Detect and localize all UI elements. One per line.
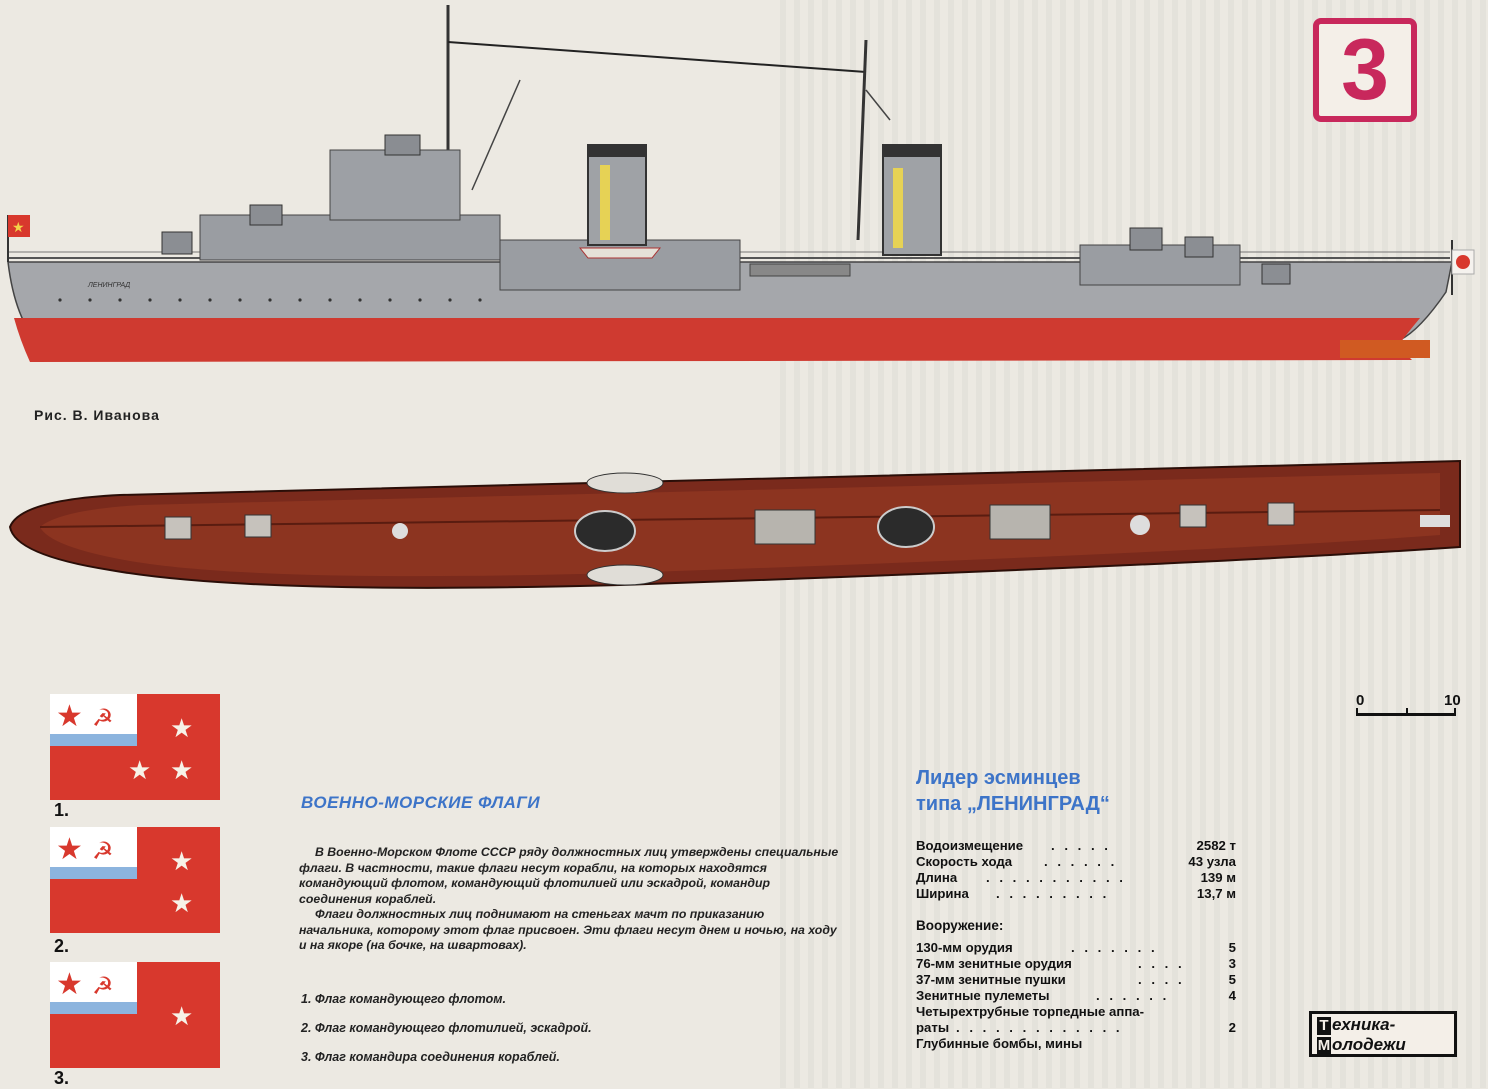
white-star-icon: ★ bbox=[170, 847, 194, 877]
spec-dots: . . . . . . . . . . . bbox=[986, 870, 1126, 885]
white-star-icon: ★ bbox=[170, 1002, 194, 1032]
armament-row: Глубинные бомбы, мины bbox=[916, 1036, 1236, 1052]
spec-row: Длина . . . . . . . . . . . 139 м bbox=[916, 870, 1236, 886]
flag-blue-stripe bbox=[50, 1002, 137, 1014]
logo-initial: Т bbox=[1317, 1017, 1331, 1035]
flag-label-1: 1. bbox=[54, 800, 70, 820]
armament-row: 130-мм орудия . . . . . . . 5 bbox=[916, 940, 1236, 956]
page-number-badge: 3 bbox=[1313, 18, 1417, 122]
armament-row: Зенитные пулеметы . . . . . . 4 bbox=[916, 988, 1236, 1004]
spec-dots: . . . . . . bbox=[1096, 988, 1170, 1003]
spec-row: Скорость хода . . . . . . 43 узла bbox=[916, 854, 1236, 870]
ship-title-line-2: типа „ЛЕНИНГРАД“ bbox=[916, 793, 1110, 815]
scale-start-label: 0 bbox=[1356, 692, 1365, 709]
armament-value: 3 bbox=[1228, 956, 1236, 971]
spec-dots: . . . . . . . bbox=[1071, 940, 1158, 955]
armament-value: 2 bbox=[1228, 1020, 1236, 1035]
armament-label: Глубинные бомбы, мины bbox=[916, 1036, 1083, 1051]
spec-label: Длина bbox=[916, 870, 958, 885]
ship-side-profile-illustration: ★ ЛЕНИНГРАД bbox=[7, 5, 1475, 362]
flags-paragraph-1: В Военно-Морском Флоте СССР ряду должнос… bbox=[299, 845, 839, 906]
spec-dots: . . . . bbox=[1138, 956, 1185, 971]
spec-value: 43 узла bbox=[1188, 854, 1236, 869]
armament-label: 76-мм зенитные орудия bbox=[916, 956, 1072, 971]
spec-dots: . . . . . . . . . . . . . bbox=[956, 1020, 1123, 1035]
svg-text:★: ★ bbox=[12, 220, 25, 236]
armament-title: Вооружение: bbox=[916, 918, 1004, 933]
spec-dots: . . . . . . . . . bbox=[996, 886, 1110, 901]
armament-value: 5 bbox=[1228, 972, 1236, 987]
flag-formation-commander: ★ ☭ ★ bbox=[50, 962, 220, 1068]
flag-caption-3: 3. Флаг командира соединения кораблей. bbox=[301, 1050, 560, 1064]
flag-fleet-commander: ★ ☭ ★ ★ ★ bbox=[50, 694, 220, 800]
spec-value: 139 м bbox=[1200, 870, 1236, 885]
illustration-credit: Рис. В. Иванова bbox=[34, 407, 160, 423]
armament-label: Четырехтрубные торпедные аппа- bbox=[916, 1004, 1145, 1019]
spec-label: Скорость хода bbox=[916, 854, 1013, 869]
armament-label: Зенитные пулеметы bbox=[916, 988, 1050, 1003]
spec-row: Водоизмещение . . . . . 2582 т bbox=[916, 838, 1236, 854]
ship-title-line-1: Лидер эсминцев bbox=[916, 767, 1081, 789]
ship-title: Лидер эсминцев типа „ЛЕНИНГРАД“ bbox=[916, 765, 1110, 817]
scale-tick bbox=[1406, 708, 1408, 716]
hammer-sickle-icon: ☭ bbox=[92, 837, 114, 865]
spec-label: Ширина bbox=[916, 886, 969, 901]
logo-text: ехника- bbox=[1332, 1015, 1396, 1034]
red-star-icon: ★ bbox=[56, 700, 83, 733]
spec-dots: . . . . . bbox=[1051, 838, 1111, 853]
scale-end-label: 10 bbox=[1444, 692, 1461, 709]
flag-blue-stripe bbox=[50, 867, 137, 879]
spec-value: 13,7 м bbox=[1196, 886, 1236, 901]
scale-tick bbox=[1356, 708, 1358, 716]
white-star-icon: ★ bbox=[170, 756, 194, 786]
flag-caption-1: 1. Флаг командующего флотом. bbox=[301, 992, 506, 1006]
flags-paragraph-2: Флаги должностных лиц поднимают на стень… bbox=[299, 907, 837, 952]
flag-label-3: 3. bbox=[54, 1068, 70, 1088]
armament-label: 37-мм зенитные пушки bbox=[916, 972, 1066, 987]
armament-row: 76-мм зенитные орудия . . . . 3 bbox=[916, 956, 1236, 972]
ship-top-view-illustration bbox=[8, 459, 1461, 589]
white-star-icon: ★ bbox=[170, 889, 194, 919]
red-star-icon: ★ bbox=[56, 833, 83, 866]
armament-row: раты . . . . . . . . . . . . . 2 bbox=[916, 1020, 1236, 1036]
armament-row: Четырехтрубные торпедные аппа- bbox=[916, 1004, 1236, 1020]
spec-dots: . . . . bbox=[1138, 972, 1185, 987]
flag-caption-2: 2. Флаг командующего флотилией, эскадрой… bbox=[301, 1021, 592, 1035]
flag-flotilla-commander: ★ ☭ ★ ★ bbox=[50, 827, 220, 933]
hull-name-label: ЛЕНИНГРАД bbox=[87, 282, 130, 289]
scale-bar: 0 10 bbox=[1356, 692, 1466, 726]
logo-text: олодежи bbox=[1332, 1035, 1406, 1054]
flag-blue-stripe bbox=[50, 734, 137, 746]
armament-label: 130-мм орудия bbox=[916, 940, 1013, 955]
hammer-sickle-icon: ☭ bbox=[92, 972, 114, 1000]
flag-label-2: 2. bbox=[54, 936, 70, 956]
red-star-icon: ★ bbox=[56, 968, 83, 1001]
armament-label: раты bbox=[916, 1020, 950, 1035]
flags-description: В Военно-Морском Флоте СССР ряду должнос… bbox=[299, 845, 839, 954]
hammer-sickle-icon: ☭ bbox=[92, 704, 114, 732]
white-star-icon: ★ bbox=[170, 714, 194, 744]
white-star-icon: ★ bbox=[128, 756, 152, 786]
armament-value: 4 bbox=[1228, 988, 1236, 1003]
spec-dots: . . . . . . bbox=[1044, 854, 1118, 869]
spec-label: Водоизмещение bbox=[916, 838, 1024, 853]
scale-tick bbox=[1454, 708, 1456, 716]
armament-value: 5 bbox=[1228, 940, 1236, 955]
flags-section-title: ВОЕННО-МОРСКИЕ ФЛАГИ bbox=[301, 793, 541, 812]
spec-row: Ширина . . . . . . . . . 13,7 м bbox=[916, 886, 1236, 902]
armament-row: 37-мм зенитные пушки . . . . 5 bbox=[916, 972, 1236, 988]
logo-initial: М bbox=[1317, 1037, 1331, 1055]
spec-value: 2582 т bbox=[1196, 838, 1236, 853]
